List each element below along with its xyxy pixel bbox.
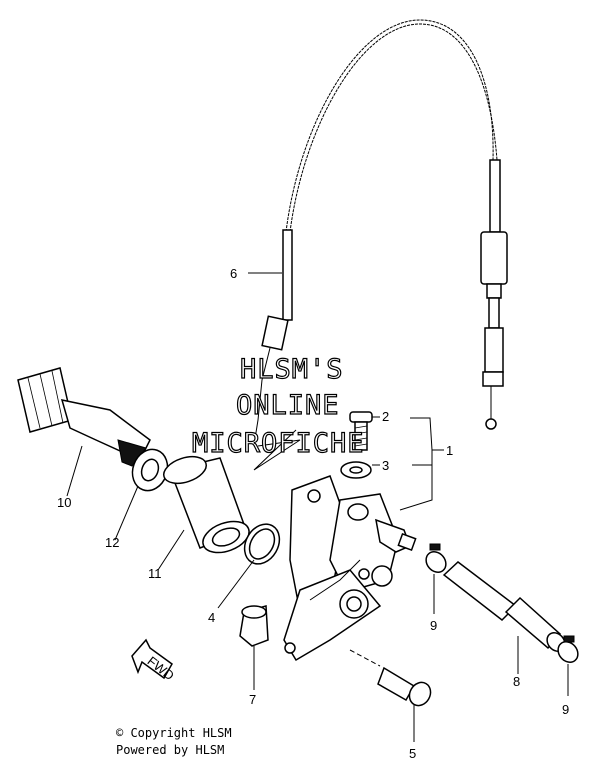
callout-9-lower: 9 bbox=[562, 702, 569, 717]
callout-10: 10 bbox=[57, 495, 71, 510]
sleeve bbox=[163, 455, 250, 554]
callout-3: 3 bbox=[382, 458, 389, 473]
washer-small bbox=[340, 461, 372, 479]
copyright-text: © Copyright HLSM bbox=[116, 726, 232, 740]
callout-11: 11 bbox=[148, 566, 162, 581]
watermark-line-2: ONLINE bbox=[236, 390, 340, 421]
o-ring bbox=[243, 523, 281, 565]
callout-1: 1 bbox=[446, 443, 453, 458]
callout-6: 6 bbox=[230, 266, 237, 281]
pinion-gear-shaft bbox=[17, 367, 151, 467]
watermark-line-1: HLSM'S bbox=[240, 354, 344, 385]
callout-2: 2 bbox=[382, 409, 389, 424]
callout-7: 7 bbox=[249, 692, 256, 707]
throttle-cable bbox=[253, 19, 508, 446]
oil-pump-assembly bbox=[283, 475, 417, 662]
fwd-label: FWD bbox=[145, 653, 178, 683]
bolt bbox=[349, 649, 432, 707]
leader-lines bbox=[66, 272, 569, 742]
hose-clip-upper bbox=[425, 543, 447, 573]
watermark-line-3: MICROFICHE bbox=[192, 428, 365, 459]
callout-8: 8 bbox=[513, 674, 520, 689]
callout-12: 12 bbox=[105, 535, 119, 550]
screw bbox=[349, 411, 373, 451]
watermark: HLSM'S ONLINE MICROFICHE bbox=[191, 353, 365, 459]
callout-4: 4 bbox=[208, 610, 215, 625]
oil-hose bbox=[442, 561, 566, 652]
hose-clip-lower bbox=[557, 635, 579, 663]
callout-5: 5 bbox=[409, 746, 416, 761]
callout-9-upper: 9 bbox=[430, 618, 437, 633]
powered-by-text: Powered by HLSM bbox=[116, 743, 225, 757]
forward-arrow: FWD bbox=[131, 638, 178, 683]
washer bbox=[131, 448, 169, 492]
cap-nut bbox=[239, 605, 269, 647]
